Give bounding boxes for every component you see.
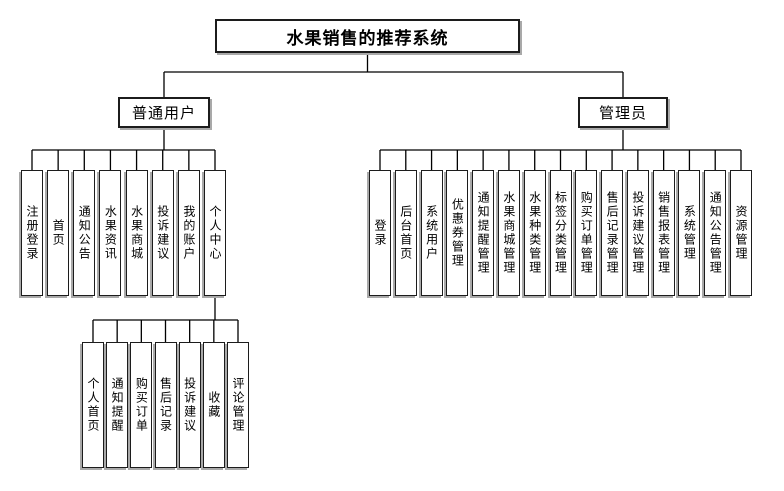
personal-center-child-node: 购买订单: [130, 342, 153, 468]
admin-child-node: 资源管理: [730, 170, 752, 296]
personal-center-child-node: 评论管理: [227, 342, 249, 468]
admin-branch-label: 管理员: [598, 105, 647, 122]
user-child-node: 投诉建议: [151, 170, 174, 296]
admin-child-node-label: 标签分类管理: [553, 191, 568, 275]
admin-child-node: 后台首页: [394, 170, 417, 296]
user-child-node-label: 个人中心: [208, 205, 222, 261]
admin-child-node-label: 投诉建议管理: [630, 191, 645, 275]
personal-center-child-node: 售后记录: [154, 342, 177, 468]
admin-child-node: 通知提醒管理: [472, 170, 495, 296]
user-child-node-label: 首页: [51, 219, 66, 247]
user-child-node: 水果商城: [125, 170, 148, 296]
personal-center-child-node: 通知提醒: [106, 342, 129, 468]
user-child-node-label: 我的账户: [181, 205, 196, 261]
user-child-node: 我的账户: [177, 170, 200, 296]
personal-center-child-node: 投诉建议: [178, 342, 201, 468]
user-child-node: 水果资讯: [99, 170, 122, 296]
admin-child-node: 购买订单管理: [575, 170, 598, 296]
connector-path: [31, 53, 742, 342]
root-node-label: 水果销售的推荐系统: [286, 28, 449, 48]
admin-child-node-label: 系统管理: [682, 205, 697, 261]
user-child-node: 通知公告: [73, 170, 96, 296]
personal-center-child-node: 收藏: [202, 342, 225, 468]
personal-center-child-node-label: 投诉建议: [182, 377, 197, 433]
admin-child-node-label: 销售报表管理: [656, 191, 671, 275]
user-child-node-label: 通知公告: [77, 205, 92, 261]
personal-center-child-node-label: 收藏: [206, 391, 221, 419]
admin-child-node-label: 水果商城管理: [501, 191, 516, 275]
admin-child-node: 系统管理: [678, 170, 701, 296]
personal-center-child-node-label: 个人首页: [86, 377, 100, 433]
user-child-node-label: 水果商城: [129, 205, 144, 261]
admin-child-node: 标签分类管理: [549, 170, 572, 296]
admin-child-node-label: 通知提醒管理: [476, 191, 491, 275]
personal-center-child-node-label: 购买订单: [134, 377, 149, 433]
user-branch-label: 普通用户: [131, 105, 196, 122]
user-child-node-label: 水果资讯: [103, 205, 118, 261]
admin-child-node-label: 资源管理: [734, 205, 748, 261]
admin-child-node: 通知公告管理: [704, 170, 727, 296]
admin-child-node-label: 后台首页: [398, 205, 413, 261]
personal-center-child-node-label: 售后记录: [158, 377, 173, 433]
user-child-node-label: 注册登录: [25, 205, 39, 261]
admin-child-node: 投诉建议管理: [626, 170, 649, 296]
personal-center-child-node: 个人首页: [82, 342, 104, 468]
admin-child-node: 售后记录管理: [601, 170, 624, 296]
admin-child-node-label: 优惠券管理: [450, 198, 465, 268]
admin-child-node-label: 系统用户: [424, 205, 439, 261]
admin-child-node-label: 水果种类管理: [527, 191, 542, 275]
admin-child-node-label: 登录: [373, 219, 387, 247]
user-child-node: 个人中心: [204, 170, 226, 296]
user-child-node: 首页: [47, 170, 70, 296]
user-branch-node: 普通用户: [118, 97, 210, 128]
admin-child-node-label: 售后记录管理: [605, 191, 620, 275]
admin-branch-node: 管理员: [578, 97, 668, 128]
personal-center-child-node-label: 通知提醒: [110, 377, 125, 433]
admin-child-node: 系统用户: [420, 170, 443, 296]
admin-child-node: 销售报表管理: [652, 170, 675, 296]
admin-child-node: 水果种类管理: [523, 170, 546, 296]
user-child-node: 注册登录: [21, 170, 43, 296]
admin-child-node-label: 通知公告管理: [708, 191, 723, 275]
admin-child-node: 登录: [369, 170, 391, 296]
root-node: 水果销售的推荐系统: [215, 19, 520, 53]
admin-child-node: 优惠券管理: [446, 170, 469, 296]
admin-child-node-label: 购买订单管理: [579, 191, 594, 275]
admin-child-node: 水果商城管理: [497, 170, 520, 296]
personal-center-child-node-label: 评论管理: [231, 377, 245, 433]
user-child-node-label: 投诉建议: [155, 205, 170, 261]
